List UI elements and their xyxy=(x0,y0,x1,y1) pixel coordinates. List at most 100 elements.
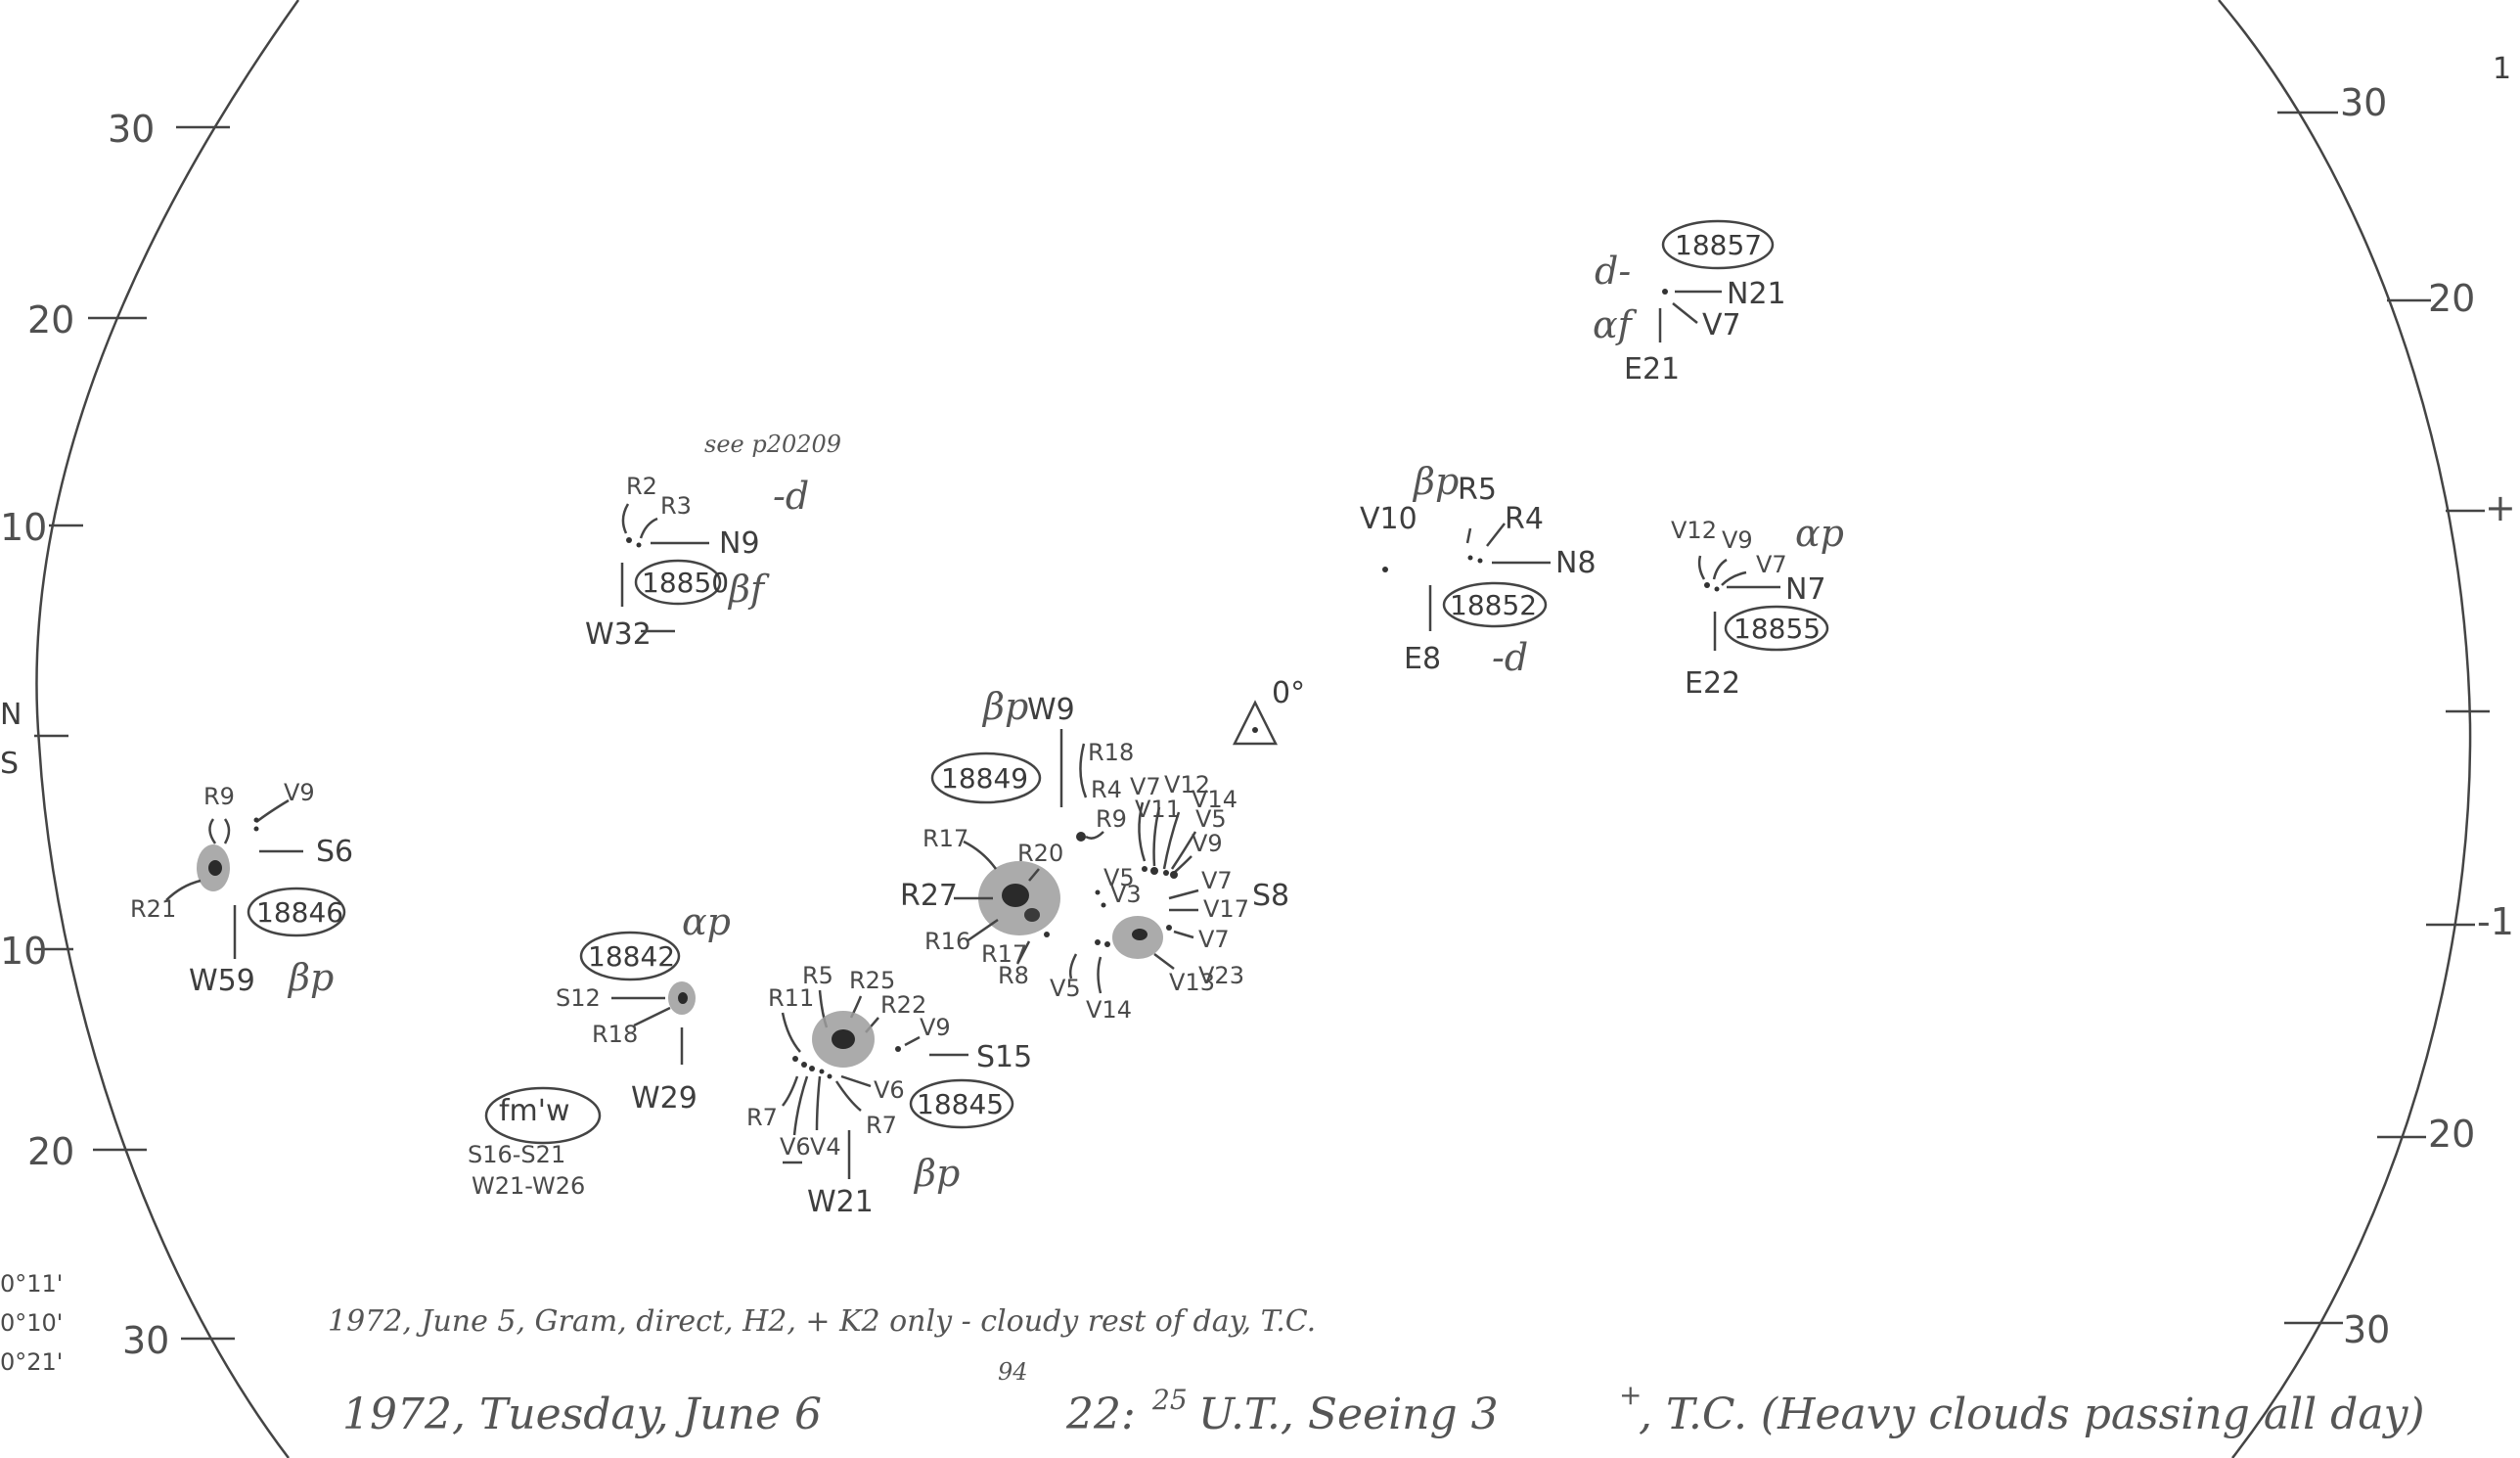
sunspot-umbra xyxy=(208,860,222,876)
region-label: R9 xyxy=(1096,805,1127,833)
region-label: R7 xyxy=(746,1104,778,1131)
region-label: V6 xyxy=(874,1076,905,1104)
region-label: βf xyxy=(727,568,770,611)
right-tick-label: -1 xyxy=(2477,900,2514,943)
region-label: αf xyxy=(1593,303,1638,346)
region-label: V14 xyxy=(1192,786,1238,813)
region-label: d- xyxy=(1595,250,1631,293)
region-label: R18 xyxy=(592,1021,638,1048)
region-label: R21 xyxy=(130,895,176,923)
region-number: 18852 xyxy=(1450,589,1537,621)
right-tick-label: 20 xyxy=(2428,277,2475,320)
region-label: V3 xyxy=(1110,881,1142,908)
sunspot-umbra xyxy=(678,992,688,1004)
footer-time-superscript: 25 xyxy=(1151,1384,1188,1416)
region-label: αp xyxy=(682,900,731,943)
fmw-sub-label: S16-S21 xyxy=(468,1141,565,1168)
region-note: see p20209 xyxy=(704,431,841,458)
region-label: V9 xyxy=(920,1014,951,1041)
region-label: βp xyxy=(913,1152,960,1195)
region-label: N8 xyxy=(1555,546,1597,580)
edge-mark-n: N xyxy=(0,698,22,732)
region-18855: V12 V9 V7 αp N7 18855 E22 xyxy=(1671,512,1844,701)
region-label: V14 xyxy=(1086,996,1132,1024)
region-number: 18846 xyxy=(256,896,343,929)
region-label: E8 xyxy=(1404,642,1441,676)
region-label: V7 xyxy=(1756,551,1787,578)
region-label: R11 xyxy=(768,984,814,1012)
region-label: βp xyxy=(981,685,1028,728)
region-18845: R11 R5 R25 R22 V9 S15 V6 18845 R7 R7 V6 … xyxy=(746,962,1032,1219)
region-label: R5 xyxy=(1458,473,1497,507)
footer-date: 1972, Tuesday, June 6 xyxy=(342,1390,822,1439)
disk-center-marker: 0° xyxy=(1232,676,1305,746)
right-tick-label: + xyxy=(2485,486,2516,529)
region-number: 18855 xyxy=(1733,613,1821,645)
sunspot-umbra xyxy=(1132,929,1148,940)
region-18846: R9 V9 S6 R21 18846 W59 βp xyxy=(130,779,353,999)
fmw-sub-label: W21-W26 xyxy=(472,1172,585,1200)
right-tick-label: 30 xyxy=(2343,1308,2390,1351)
region-label: V5 xyxy=(1050,975,1081,1002)
region-label: R20 xyxy=(1017,840,1063,867)
solar-limb-right xyxy=(2218,0,2472,1458)
right-latitude-scale: 30 20 + -1 20 30 xyxy=(2277,81,2516,1351)
fmw-note: fm'w S16-S21 W21-W26 xyxy=(468,1086,602,1200)
region-18849: βp W9 18849 R18 R4 V7 V12 V14 V5 V9 V11 … xyxy=(900,685,1289,1024)
region-label: V17 xyxy=(1203,895,1249,923)
region-label: R22 xyxy=(880,991,926,1019)
region-label: R17 xyxy=(981,940,1027,968)
region-label: S6 xyxy=(316,835,353,869)
region-label: R2 xyxy=(626,473,657,500)
region-label: V7 xyxy=(1198,926,1230,953)
region-label: αp xyxy=(1795,512,1844,555)
region-label: βp xyxy=(1412,460,1459,503)
region-label: N9 xyxy=(719,526,760,561)
region-label: N21 xyxy=(1727,277,1786,311)
region-label: V4 xyxy=(810,1133,841,1161)
region-number: 18842 xyxy=(588,940,675,973)
region-label: S8 xyxy=(1252,879,1289,913)
right-tick-label: 20 xyxy=(2428,1113,2475,1156)
footer-seeing-plus: + xyxy=(1619,1379,1642,1411)
region-label: R27 xyxy=(900,879,958,913)
region-label: R4 xyxy=(1505,502,1544,536)
region-label: V12 xyxy=(1671,517,1717,544)
sunspot-umbra xyxy=(832,1029,855,1049)
region-label: V5 xyxy=(1195,805,1227,833)
region-label: V7 xyxy=(1201,867,1233,894)
region-label: V12 xyxy=(1164,771,1210,798)
edge-mark-offset: 0°11' xyxy=(0,1270,63,1298)
region-label: -d xyxy=(773,475,809,518)
region-label: R3 xyxy=(660,492,692,520)
region-label: V10 xyxy=(1360,502,1418,536)
region-label: N7 xyxy=(1785,572,1826,607)
region-label: R16 xyxy=(924,928,970,955)
region-label: V7 xyxy=(1702,308,1741,342)
footer-date-superscript: 94 xyxy=(998,1358,1028,1386)
region-label: R7 xyxy=(866,1112,897,1139)
footer-seeing: U.T., Seeing 3 xyxy=(1198,1390,1499,1439)
region-label: βp xyxy=(287,956,334,999)
left-tick-label: 20 xyxy=(27,1130,74,1173)
sunspot-umbra xyxy=(1002,884,1029,907)
region-label: V5 xyxy=(1103,864,1135,891)
edge-mark-s: S xyxy=(0,747,19,781)
region-label: E22 xyxy=(1685,666,1740,701)
region-number: 18845 xyxy=(917,1088,1004,1120)
solar-limb-left xyxy=(35,0,300,1458)
region-label: R17 xyxy=(922,825,968,852)
region-label: R9 xyxy=(203,783,235,810)
right-tick-label: 30 xyxy=(2340,81,2387,124)
region-number: 18849 xyxy=(941,762,1028,795)
edge-mark-offset: 0°21' xyxy=(0,1348,63,1376)
region-number: 18850 xyxy=(642,567,729,599)
left-tick-label: 10 xyxy=(0,506,47,549)
region-label: -d xyxy=(1492,636,1528,679)
fmw-label: fm'w xyxy=(499,1094,570,1128)
region-18842: 18842 αp S12 R18 W29 xyxy=(556,900,731,1116)
region-label: V6 xyxy=(780,1133,811,1161)
footer-time: 22: xyxy=(1065,1390,1136,1439)
region-label: R8 xyxy=(998,962,1029,989)
region-label: V23 xyxy=(1198,962,1244,989)
